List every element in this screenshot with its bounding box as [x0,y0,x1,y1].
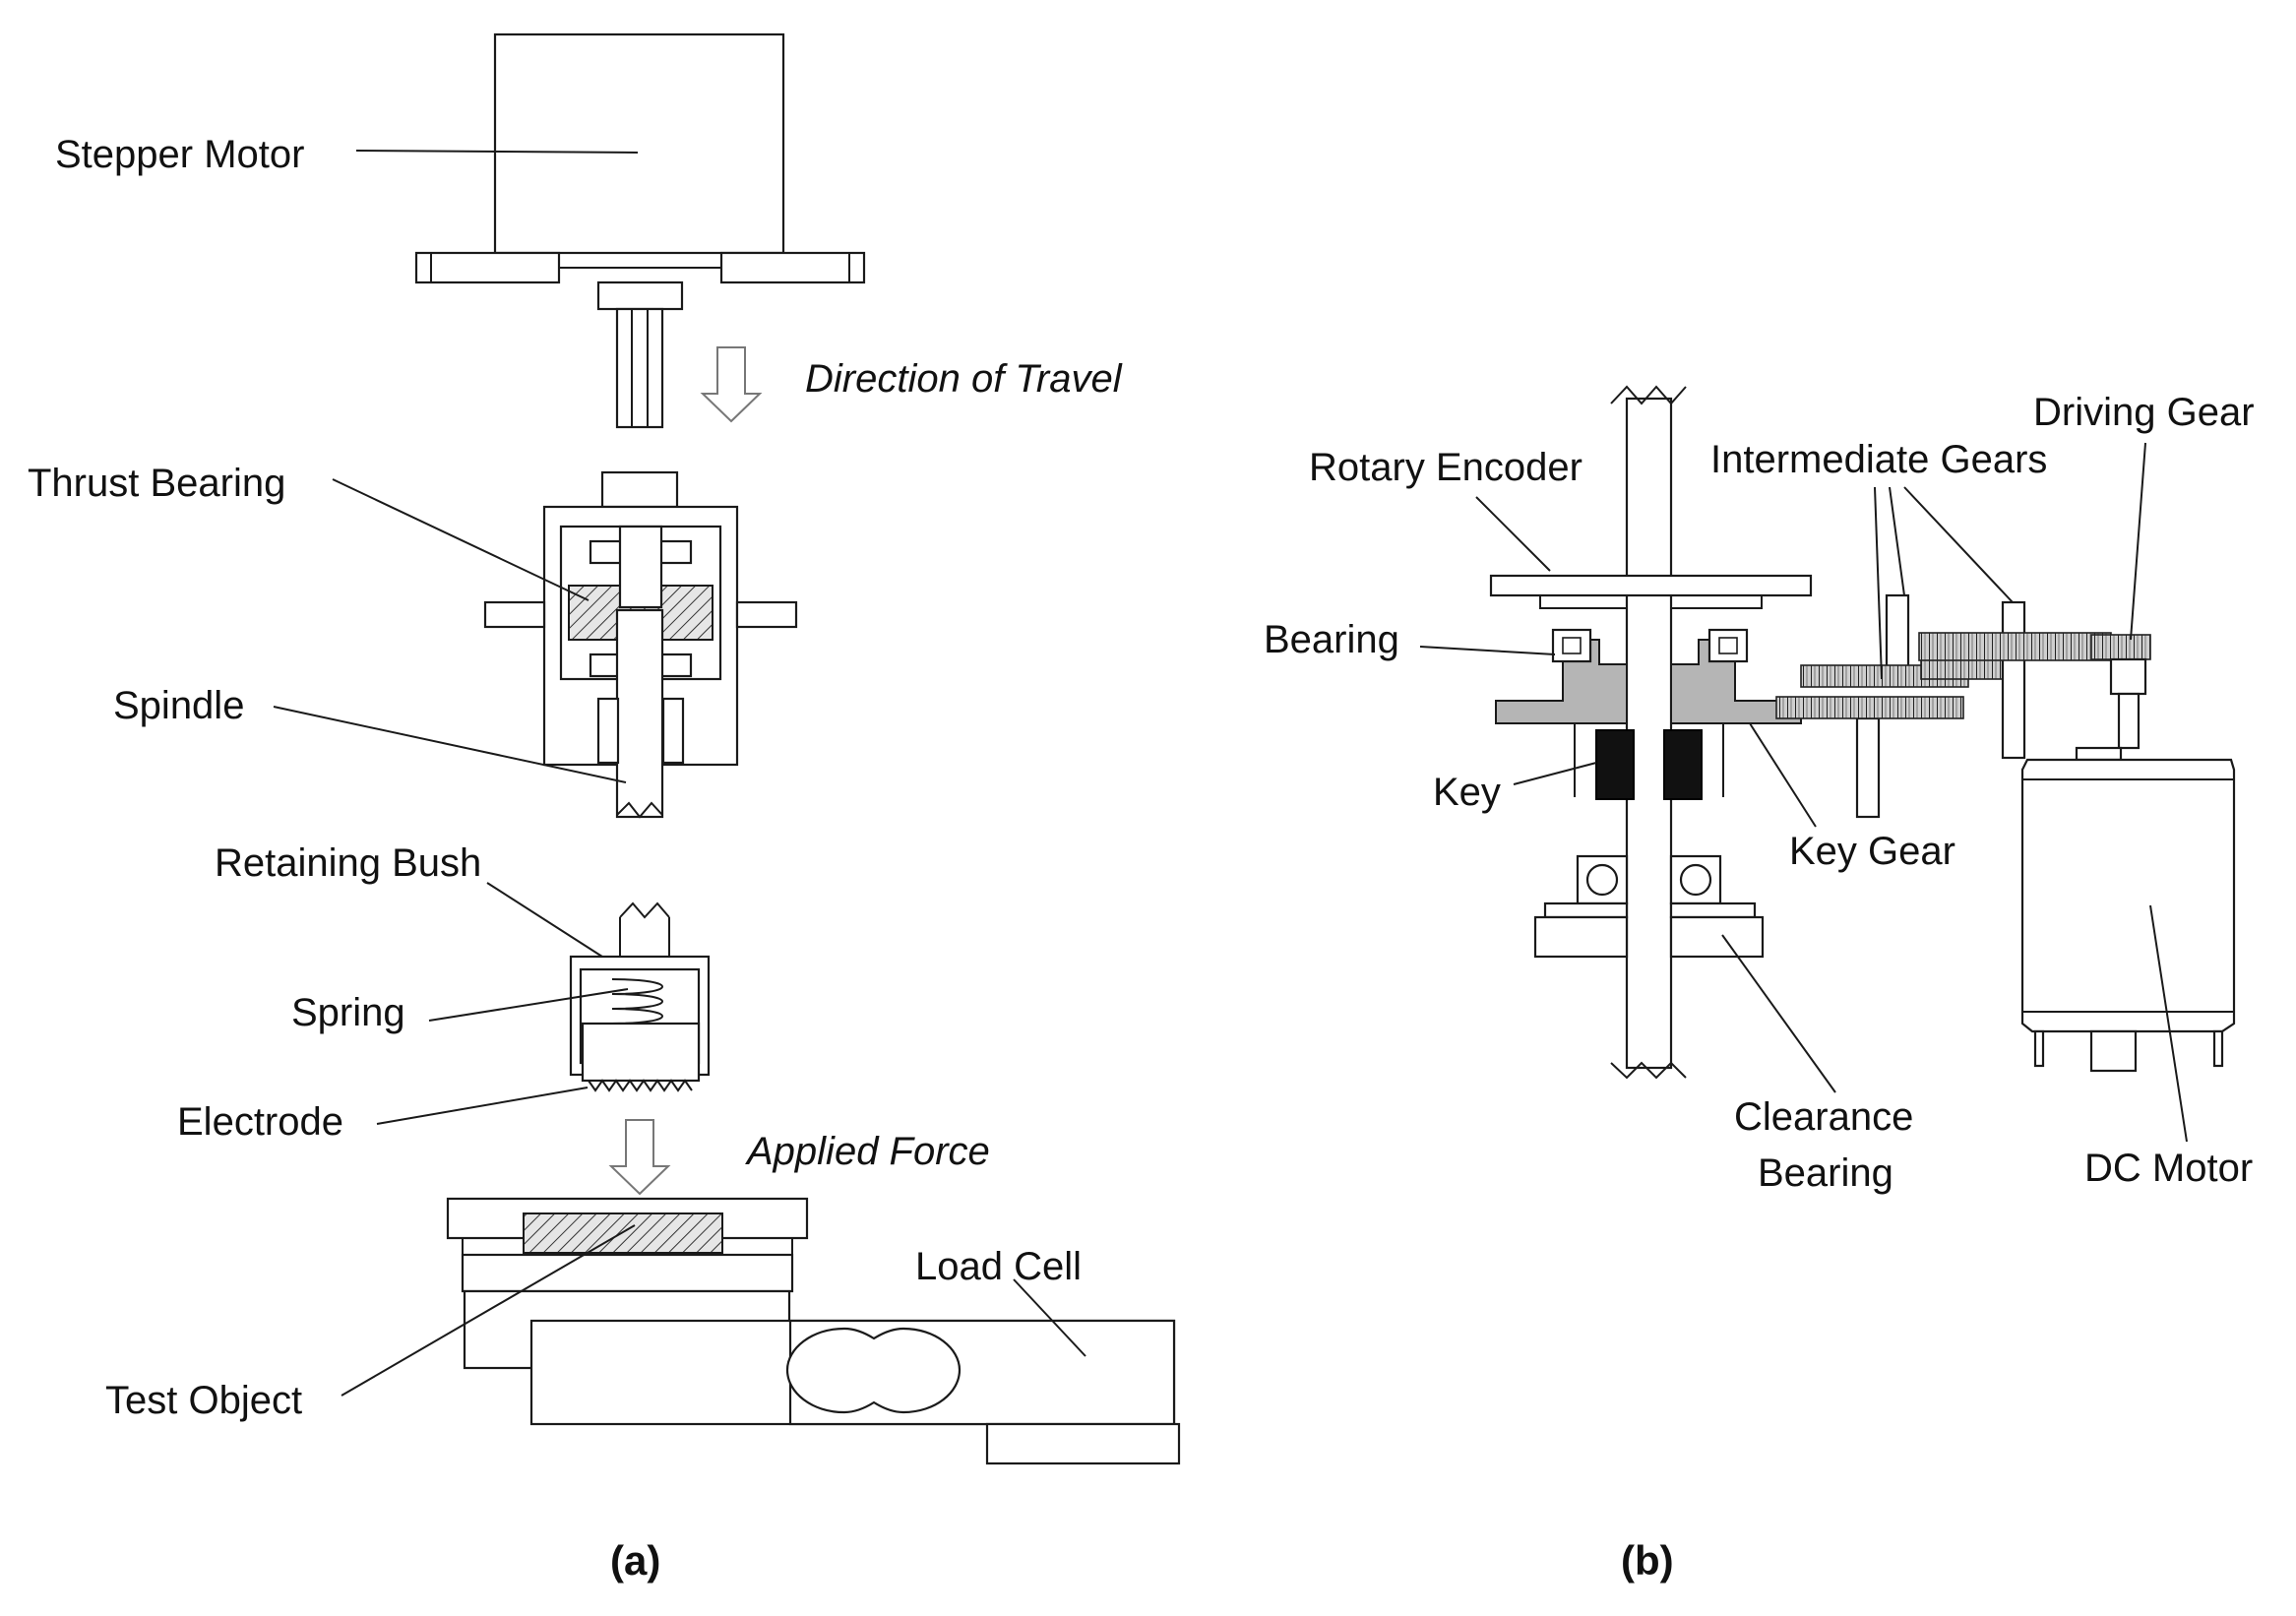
retaining-bush-drawing [569,901,711,1092]
clearance-bearing-drawing [1533,854,1765,959]
label-test-object: Test Object [105,1379,302,1422]
load-cell-assembly [446,1197,1181,1465]
leader-lines-b [1419,442,2188,1143]
direction-arrow [700,346,763,423]
label-clearance-line1: Clearance [1734,1095,1913,1139]
label-direction-of-travel: Direction of Travel [805,357,1123,401]
key-left [1595,729,1635,800]
label-key: Key [1433,771,1501,814]
rotary-encoder-drawing [1489,574,1813,609]
dc-motor-drawing [2020,657,2236,1073]
label-applied-force: Applied Force [745,1130,990,1173]
label-bearing: Bearing [1264,618,1399,661]
stepper-motor-drawing [414,32,866,429]
label-load-cell: Load Cell [915,1245,1082,1288]
label-stepper-motor: Stepper Motor [55,133,304,176]
thrust-bearing-housing [483,470,798,819]
label-driving-gear: Driving Gear [2033,391,2255,434]
panel-b: Rotary Encoder Intermediate Gears Drivin… [1264,385,2255,1584]
label-electrode: Electrode [177,1100,343,1144]
bearing-housing [1495,628,1802,797]
key-right [1663,729,1703,800]
caption-a: (a) [610,1537,660,1584]
leader-lines-a [273,150,1086,1397]
label-rotary-encoder: Rotary Encoder [1309,446,1582,489]
label-spring: Spring [291,991,405,1034]
label-key-gear: Key Gear [1789,830,1955,873]
caption-b: (b) [1621,1537,1674,1584]
label-clearance-line2: Bearing [1758,1151,1893,1195]
label-spindle: Spindle [113,684,244,727]
label-dc-motor: DC Motor [2084,1147,2253,1190]
intermediate-gears-drawing [1775,593,2151,819]
panel-a: Stepper Motor Direction of Travel Thrust… [28,32,1181,1584]
label-intermediate-gears: Intermediate Gears [1710,438,2047,481]
label-retaining-bush: Retaining Bush [215,841,481,885]
label-thrust-bearing: Thrust Bearing [28,462,285,505]
applied-force-arrow [608,1119,671,1196]
